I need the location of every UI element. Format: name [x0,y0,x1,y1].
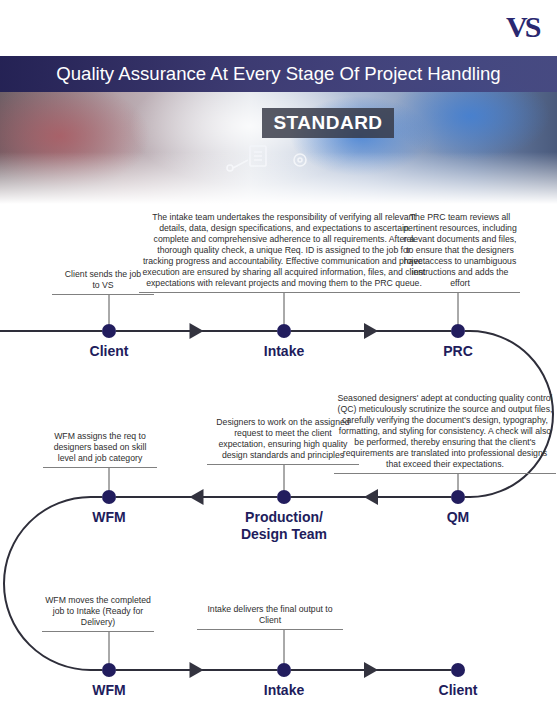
step-label: Client [398,682,518,699]
flow-connector [4,497,102,670]
step-label: WFM [49,682,169,699]
flow-step-node: IntakeThe intake team undertakes the res… [277,324,291,338]
diagram-title: Quality Assurance At Every Stage Of Proj… [0,56,557,92]
arrow-head [190,323,204,339]
flow-connector [116,489,277,505]
step-description: Designers to work on the assigned reques… [207,417,359,465]
arrow-head [364,489,378,505]
arrow-head [190,662,204,678]
flow-step-node: WFMWFM assigns the req to designers base… [102,490,116,504]
leader-line [284,465,285,490]
arrow-head [364,323,378,339]
flow-step-node: QMSeasoned designers' adept at conductin… [451,490,465,504]
flow-connector [291,489,451,505]
leader-lines [109,293,458,663]
leader-line [109,295,110,324]
title-band: Quality Assurance At Every Stage Of Proj… [0,56,557,92]
step-label: WFM [49,509,169,526]
step-description: Intake delivers the final output to Clie… [197,604,343,630]
leader-line [284,293,285,324]
leader-line [109,468,110,490]
connector-line [4,497,102,670]
step-label: Production/ Design Team [224,509,344,543]
flow-step-node: PRCThe PRC team reviews all pertinent re… [451,324,465,338]
step-label: Client [49,343,169,360]
leader-line [458,293,459,324]
flow-connector [291,662,451,678]
flow-step-node: Production/ Design TeamDesigners to work… [277,490,291,504]
lead-in-line [0,330,102,332]
flow-connector [116,323,277,339]
photo-fade [0,152,557,204]
flow-step-node: WFMWFM moves the completed job to Intake… [102,663,116,677]
badge-text: STANDARD [262,108,394,138]
flow-connector [116,662,277,678]
step-description: The PRC team reviews all pertinent resou… [400,212,520,293]
step-label: PRC [398,343,518,360]
leader-line [458,474,459,490]
step-description: Seasoned designers' adept at conducting … [334,393,556,474]
flow-connector [291,323,451,339]
arrow-head [364,662,378,678]
step-label: Intake [224,682,344,699]
flow-step-node: ClientClient sends the job to VS [102,324,116,338]
step-label: QM [398,509,518,526]
step-description: WFM moves the completed job to Intake (R… [42,595,154,632]
brand-logo: VS [506,10,538,44]
badge-box: STANDARD [262,108,394,138]
leader-line [109,632,110,663]
step-label: Intake [224,343,344,360]
step-description: WFM assigns the req to designers based o… [43,431,157,468]
leader-line [284,630,285,663]
flow-step-node: IntakeIntake delivers the final output t… [277,663,291,677]
arrow-head [190,489,204,505]
flow-step-node: Client [451,663,465,677]
step-description: The intake team undertakes the responsib… [139,212,429,293]
